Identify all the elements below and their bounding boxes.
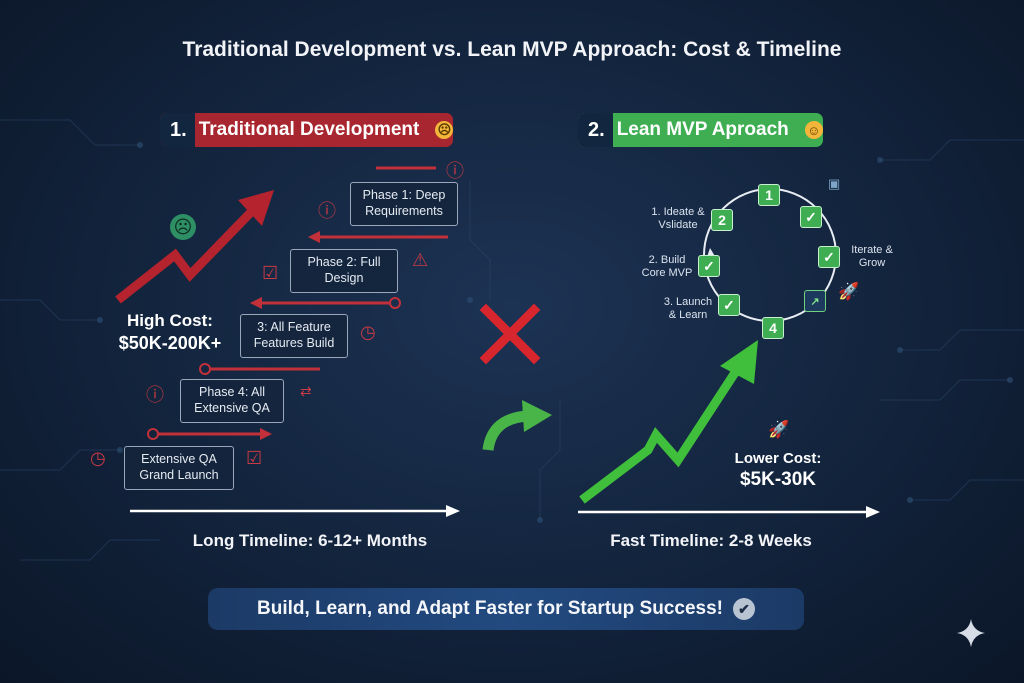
- checkbox-icon: ☑: [262, 263, 279, 283]
- warning-icon: ⓘ: [446, 161, 464, 181]
- cycle-check-icon: ✓: [800, 206, 822, 228]
- traditional-number: 1.: [160, 113, 195, 147]
- trend-chart-icon: ↗: [804, 290, 826, 312]
- warning-icon: ⓘ: [146, 385, 164, 405]
- phase-box-1: Phase 1: Deep Requirements: [350, 182, 458, 226]
- sad-face-icon: ☹: [435, 121, 454, 139]
- phase-box-4: Phase 4: All Extensive QA: [180, 379, 284, 423]
- cost-rise-arrowhead: [238, 190, 274, 226]
- traditional-graphics: [115, 166, 448, 440]
- sparkle-icon: [957, 619, 985, 647]
- cycle-step-ideate: 1. Ideate & Vslidate: [651, 206, 705, 231]
- lean-timeline: Fast Timeline: 2-8 Weeks: [610, 531, 812, 550]
- cycle-check-icon: ✓: [718, 294, 740, 316]
- cost-rise-arrow: [115, 204, 259, 304]
- success-banner: Build, Learn, and Adapt Faster for Start…: [208, 588, 804, 630]
- lean-label: Lean MVP Aproach: [616, 119, 789, 140]
- lower-cost-value: $5K-30K: [739, 469, 817, 490]
- warning-icon: ⚠: [412, 250, 429, 270]
- check-circle-icon: ✔: [732, 598, 755, 620]
- phase-box-5: Extensive QA Grand Launch: [124, 446, 234, 490]
- traditional-label: Traditional Development: [198, 119, 420, 140]
- checklist-icon: ⇄: [300, 383, 312, 399]
- clock-icon: ◷: [90, 448, 106, 468]
- high-cost-value: $50K-200K+: [118, 333, 222, 353]
- rocket-icon: 🚀: [838, 282, 860, 301]
- cycle-node-1: 1: [758, 184, 780, 206]
- cycle-node-2: 2: [711, 209, 733, 231]
- cycle-node-4: 4: [762, 317, 784, 339]
- traditional-header: 1. Traditional Development ☹: [160, 113, 454, 147]
- lean-header: 2. Lean MVP Aproach ☺: [578, 113, 823, 147]
- cycle-check-icon: ✓: [698, 255, 720, 277]
- high-cost-label: High Cost:: [127, 311, 213, 330]
- warning-icon: ⓘ: [318, 201, 336, 221]
- checkbox-icon: ☑: [246, 448, 263, 468]
- lower-cost-label: Lower Cost:: [734, 450, 822, 467]
- growth-arrowhead: [720, 340, 758, 384]
- center-graphics: [479, 303, 552, 452]
- cycle-step-build: 2. Build Core MVP: [641, 254, 693, 279]
- smile-face-icon: ☺: [804, 121, 823, 139]
- curved-arrow-icon: [482, 410, 529, 452]
- sad-face-icon: ☹: [170, 214, 196, 240]
- growth-arrow: [579, 365, 742, 504]
- traditional-timeline: Long Timeline: 6-12+ Months: [192, 531, 428, 550]
- phase-box-3: 3: All Feature Features Build: [240, 314, 348, 358]
- page-title: Traditional Development vs. Lean MVP App…: [182, 38, 842, 61]
- cycle-step-launch: 3. Launch & Learn: [663, 296, 713, 321]
- phase-box-2: Phase 2: Full Design: [290, 249, 398, 293]
- lean-number: 2.: [578, 113, 613, 147]
- cycle-check-icon: ✓: [818, 246, 840, 268]
- x-mark-icon: [479, 303, 541, 365]
- cycle-step-iterate: Iterate & Grow: [851, 244, 893, 269]
- chart-icon: ▣: [828, 176, 841, 191]
- clock-icon: ◷: [360, 322, 376, 342]
- rocket-icon: 🚀: [768, 420, 790, 439]
- banner-text: Build, Learn, and Adapt Faster for Start…: [257, 598, 723, 619]
